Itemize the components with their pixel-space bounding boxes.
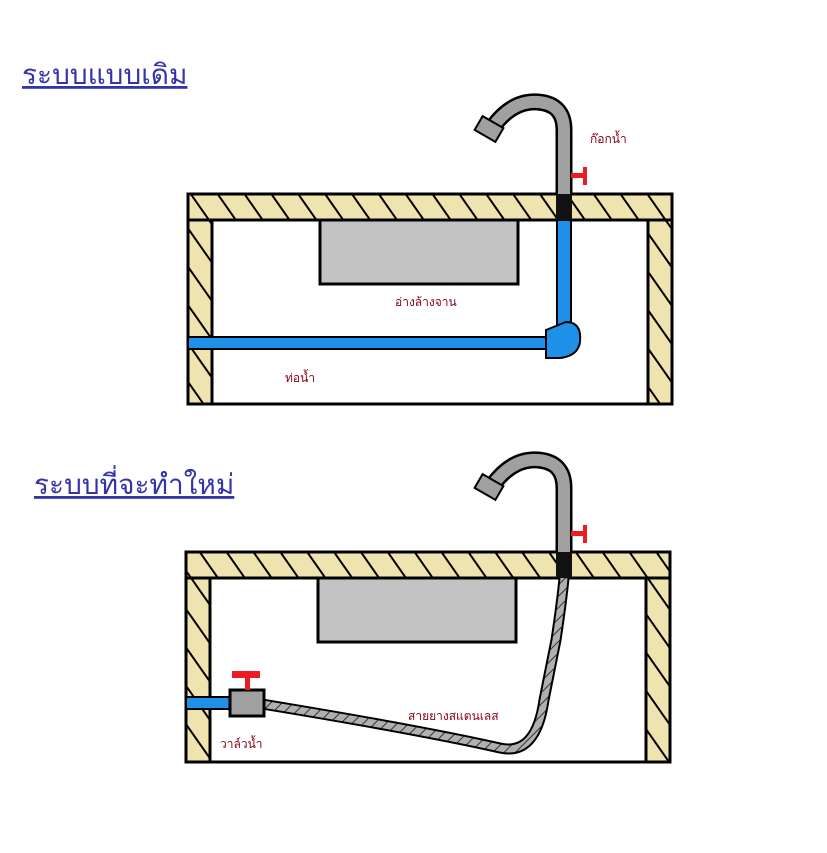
new-valve-handle [232,671,260,678]
new-faucet-handle [571,531,587,536]
old-pipe-label: ท่อน้ำ [285,369,315,385]
new-valve-label: วาล์วน้ำ [220,735,263,751]
new-faucet-handle-knob [583,525,587,543]
new-pipe-stub [185,696,235,710]
new-valve-stem [245,676,250,690]
old-system-heading: ระบบแบบเดิม [22,58,187,91]
old-faucet-label: ก๊อกน้ำ [590,130,627,146]
new-system-heading: ระบบที่จะทำใหม่ [34,465,234,501]
new-system-diagram: ระบบที่จะทำใหม่ สายยางสแตนเลส วาล์วน้ำ [34,451,672,764]
old-sink-basin [318,218,520,286]
old-faucet-handle [571,173,587,178]
new-faucet-spout [487,453,570,552]
old-sink-label: อ่างล้างจาน [395,295,457,309]
old-faucet-handle-knob [583,167,587,185]
new-countertop [184,550,672,580]
old-pipe-elbow [545,320,582,359]
new-faucet-base [556,552,572,578]
new-sink-basin [316,576,518,644]
new-stainless-hose [261,577,568,753]
old-right-wall [646,218,674,406]
old-horizontal-pipe [187,336,549,350]
old-faucet-base [556,194,572,220]
new-right-wall [644,576,672,764]
new-hose-label: สายยางสแตนเลส [408,709,499,723]
old-faucet-spout [487,95,570,194]
old-faucet-head [473,114,505,144]
old-countertop [186,192,674,222]
old-left-wall [186,218,214,406]
new-left-wall [184,576,212,764]
new-valve-body [228,688,266,718]
new-faucet-head [473,472,505,502]
old-vertical-pipe [556,219,572,339]
old-system-diagram: ระบบแบบเดิม อ่างล้างจาน ท่อน้ำ ก๊อกน้ำ [22,58,674,406]
